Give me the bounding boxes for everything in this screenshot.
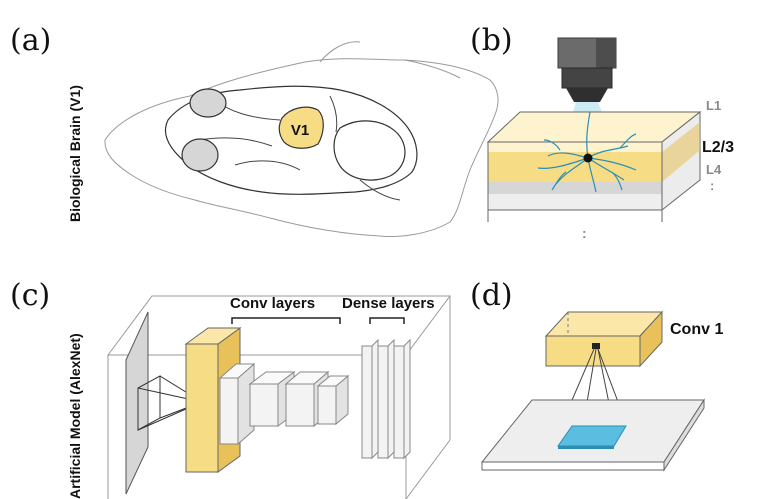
panel-b: (b)	[470, 23, 734, 241]
objective-upper-face	[596, 38, 616, 68]
layer-label-l4: L4	[706, 162, 722, 177]
conv2-front	[219, 377, 239, 445]
dense-layer-3	[393, 338, 411, 460]
olfactory-bulb-top	[189, 88, 227, 118]
cortex-side-l23	[662, 122, 700, 182]
brain-cerebellum	[333, 120, 406, 181]
cortex-front-l4	[488, 182, 662, 194]
receptive-patch-edge	[558, 446, 614, 449]
dense-bracket	[369, 317, 405, 324]
neuron-soma	[583, 153, 593, 163]
depth-continuation: :	[582, 225, 587, 241]
objective-tip	[566, 88, 608, 102]
panel-b-label: (b)	[470, 23, 513, 58]
brain-sulcus-2	[199, 137, 273, 147]
layer-label-l1: L1	[706, 98, 721, 113]
v1-label: V1	[291, 122, 309, 139]
layer-label-l23: L2/3	[702, 139, 734, 156]
panel-d-label: (d)	[470, 278, 513, 313]
brain-sulcus-4	[329, 95, 338, 133]
conv4-top	[284, 371, 330, 385]
conv3-front	[249, 383, 279, 427]
input-image-plane	[125, 311, 149, 495]
conv1-top	[184, 327, 242, 345]
mouse-ear-line	[319, 41, 361, 63]
conv1-label: Conv 1	[670, 321, 723, 338]
mouse-back-line	[404, 59, 461, 79]
side-label-biological: Biological Brain (V1)	[67, 85, 83, 222]
image-plane-edge	[481, 461, 665, 471]
image-plane-side	[663, 398, 705, 472]
conv1-unit	[592, 343, 600, 349]
conv1-front	[185, 343, 219, 473]
conv-layers-label: Conv layers	[230, 295, 315, 312]
brain-sulcus-5	[359, 179, 401, 201]
conv5-top	[316, 375, 350, 387]
panel-c: (c) Artificial Model (AlexNet)	[10, 278, 451, 499]
conv2-top	[218, 363, 256, 379]
layer-continuation: :	[710, 178, 714, 193]
panel-d: (d) Conv 1	[470, 278, 723, 472]
dense-layer-2	[377, 338, 395, 460]
panel-a-label: (a)	[10, 23, 51, 58]
mouse-head-outline	[104, 58, 499, 237]
olfactory-bulb-bottom	[181, 138, 219, 172]
panel-c-label: (c)	[10, 278, 50, 313]
side-label-artificial: Artificial Model (AlexNet)	[67, 333, 83, 499]
dense-layers-label: Dense layers	[342, 295, 435, 312]
conv4-front	[285, 383, 315, 427]
conv3-top	[248, 371, 296, 385]
cortex-front-l1	[488, 142, 662, 152]
v1-region	[278, 106, 324, 149]
conv5-front	[317, 385, 337, 425]
cortex-front-deep	[488, 194, 662, 210]
conv-bracket	[231, 317, 341, 324]
brain-sulcus-3	[234, 160, 301, 171]
objective-middle	[561, 67, 613, 89]
dense-layer-1	[361, 338, 379, 460]
panel-a: (a) Biological Brain (V1) V1	[10, 23, 499, 237]
conv1-block-side	[639, 310, 663, 368]
